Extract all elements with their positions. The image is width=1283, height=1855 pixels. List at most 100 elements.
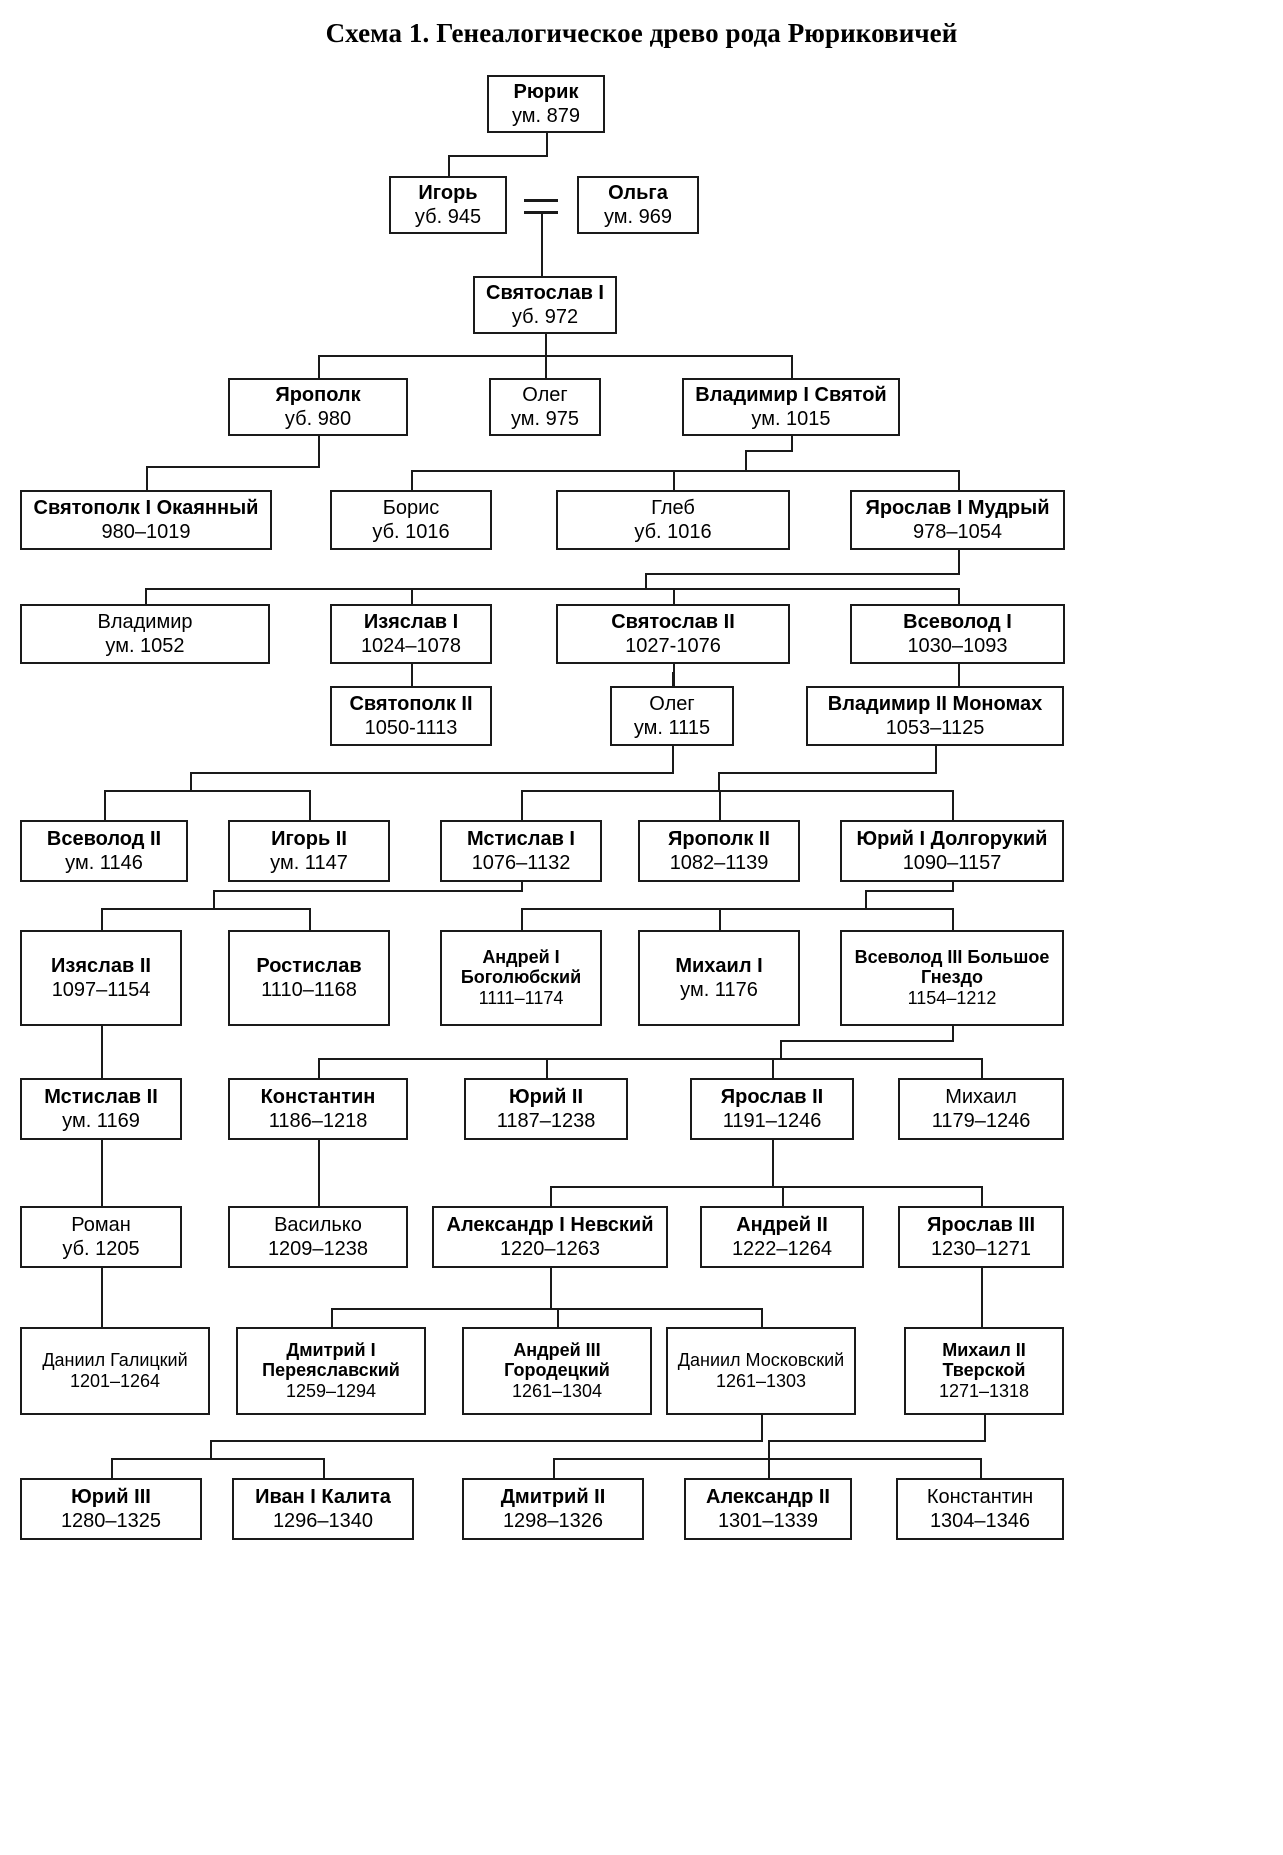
connector-parent-stub	[545, 334, 547, 357]
person-name: Андрей III Городецкий	[504, 1340, 610, 1381]
connector-parent-stub	[521, 882, 523, 892]
connector-sibling-bus	[411, 470, 960, 472]
connector-parent-stub	[935, 746, 937, 774]
person-name: Андрей I Боголюбский	[460, 947, 582, 988]
person-name: Ростислав	[256, 954, 362, 977]
person-name: Ярослав I Мудрый	[865, 496, 1050, 519]
person-dates: ум. 1115	[633, 716, 711, 739]
person-dates: 1230–1271	[930, 1237, 1032, 1260]
person-dates: ум. 975	[510, 407, 579, 430]
connector-child-stub	[557, 1308, 559, 1329]
person-name: Ярополк II	[668, 827, 770, 850]
connector-child-stub	[146, 466, 148, 492]
person-name: Глеб	[651, 496, 695, 519]
person-dates: 1082–1139	[669, 851, 769, 874]
connector-sibling-bus	[146, 466, 320, 468]
person-dates: ум. 1176	[680, 978, 758, 1001]
person-name: Борис	[382, 496, 440, 519]
connector-child-stub	[546, 1058, 548, 1080]
connector-direct	[318, 1140, 320, 1208]
person-name: Игорь	[418, 181, 478, 204]
person-name: Владимир	[97, 610, 193, 633]
person-dates: 1201–1264	[69, 1371, 161, 1392]
connector-parent-elbow	[210, 1440, 763, 1442]
person-name: Дмитрий I Переяславский	[262, 1340, 400, 1381]
person-dates: уб. 980	[284, 407, 352, 430]
person-dates: 1053–1125	[885, 716, 985, 739]
connector-child-stub	[309, 790, 311, 822]
person-dates: уб. 1205	[62, 1237, 140, 1260]
connector-sibling-bus	[448, 155, 548, 157]
person-name: Олег	[649, 692, 695, 715]
person-name: Ольга	[608, 181, 668, 204]
person-name: Михаил I	[675, 954, 763, 977]
connector-parent-elbow	[718, 772, 937, 774]
connector-parent-stub	[718, 772, 720, 792]
person-name: Александр I Невский	[446, 1213, 654, 1236]
person-dates: 1304–1346	[929, 1509, 1031, 1532]
person-dates: 1186–1218	[268, 1109, 368, 1132]
connector-child-stub	[957, 470, 960, 492]
connector-child-stub	[318, 355, 320, 380]
connector-parent-stub	[672, 746, 674, 774]
person-name: Игорь II	[271, 827, 347, 850]
person-dates: уб. 945	[414, 205, 482, 228]
connector-child-stub	[411, 588, 413, 606]
connector-direct	[981, 1268, 983, 1329]
connector-child-stub	[719, 908, 721, 932]
person-dates: 1090–1157	[902, 851, 1002, 874]
person-dates: 1222–1264	[731, 1237, 833, 1260]
person-dates: 1097–1154	[51, 978, 151, 1001]
person-name: Всеволод III Большое Гнездо	[854, 947, 1050, 988]
person-name: Михаил	[945, 1085, 1017, 1108]
connector-child-stub	[104, 790, 106, 822]
person-dates: 1030–1093	[907, 634, 1008, 657]
person-dates: 1298–1326	[502, 1509, 604, 1532]
person-dates: 1191–1246	[722, 1109, 822, 1132]
connector-direct	[673, 664, 675, 688]
connector-child-stub	[318, 1058, 320, 1080]
connector-child-stub	[101, 908, 103, 932]
person-dates: 978–1054	[913, 520, 1002, 543]
connector-child-stub	[782, 1186, 784, 1208]
connector-child-stub	[772, 1058, 774, 1080]
person-name: Всеволод II	[46, 827, 162, 850]
person-dates: 1261–1304	[511, 1381, 603, 1402]
person-dates: 1296–1340	[272, 1509, 374, 1532]
connector-sibling-bus	[553, 1458, 982, 1460]
person-dates: 1280–1325	[60, 1509, 162, 1532]
connector-parent-stub	[210, 1440, 212, 1460]
person-name: Владимир II Мономах	[827, 692, 1043, 715]
connector-parent-elbow	[865, 890, 954, 892]
person-dates: уб. 1016	[372, 520, 450, 543]
connector-sibling-bus	[521, 790, 954, 792]
person-name: Константин	[926, 1485, 1034, 1508]
connector-child-stub	[331, 1308, 333, 1329]
connector-parent-stub	[780, 1040, 782, 1060]
connector-parent-elbow	[780, 1040, 954, 1042]
connector-parent-stub	[550, 1268, 552, 1310]
connector-child-stub	[981, 1058, 983, 1080]
connector-parent-stub	[772, 1140, 774, 1188]
connector-sibling-bus	[521, 908, 954, 910]
person-name: Юрий III	[71, 1485, 151, 1508]
